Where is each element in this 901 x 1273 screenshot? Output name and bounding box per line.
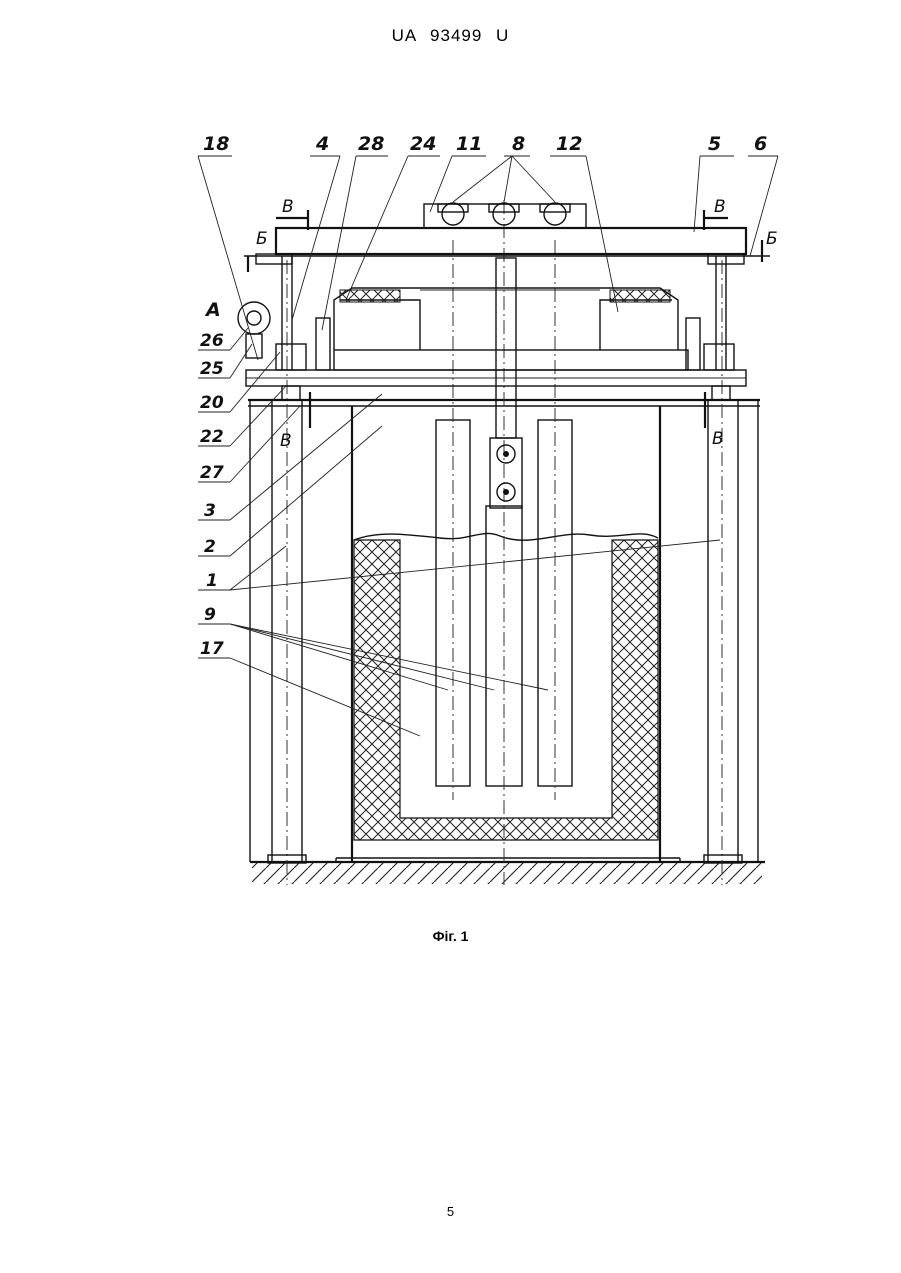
section-label-top-right: В	[714, 197, 726, 217]
section-label-b-right: Б	[766, 229, 778, 249]
cover-insulation-left	[340, 290, 400, 302]
foundation-hatch	[252, 862, 762, 884]
label-2: 2	[204, 537, 216, 557]
label-22: 22	[200, 427, 224, 447]
label-18: 18	[203, 133, 229, 155]
label-11: 11	[456, 133, 482, 155]
label-1: 1	[206, 571, 218, 591]
label-20: 20	[200, 393, 224, 413]
label-A: A	[204, 299, 221, 321]
label-5: 5	[708, 133, 721, 155]
label-3: 3	[204, 501, 216, 521]
section-label-top-left: В	[282, 197, 294, 217]
label-4: 4	[315, 133, 329, 155]
label-28: 28	[358, 133, 384, 155]
label-12: 12	[556, 133, 582, 155]
page-number: 5	[0, 1204, 901, 1219]
figure-caption: Фіг. 1	[0, 928, 901, 944]
section-label-bottom-right: В	[712, 429, 724, 449]
label-27: 27	[200, 463, 224, 483]
label-8: 8	[512, 133, 525, 155]
cover-insulation-right	[610, 290, 670, 302]
label-6: 6	[754, 133, 767, 155]
label-9: 9	[204, 605, 216, 625]
refractory-lining	[354, 540, 658, 840]
label-17: 17	[200, 639, 224, 659]
label-25: 25	[200, 359, 224, 379]
section-label-bottom-left: В	[280, 431, 292, 451]
label-24: 24	[410, 133, 436, 155]
section-label-b-left: Б	[256, 229, 268, 249]
label-26: 26	[200, 331, 224, 351]
